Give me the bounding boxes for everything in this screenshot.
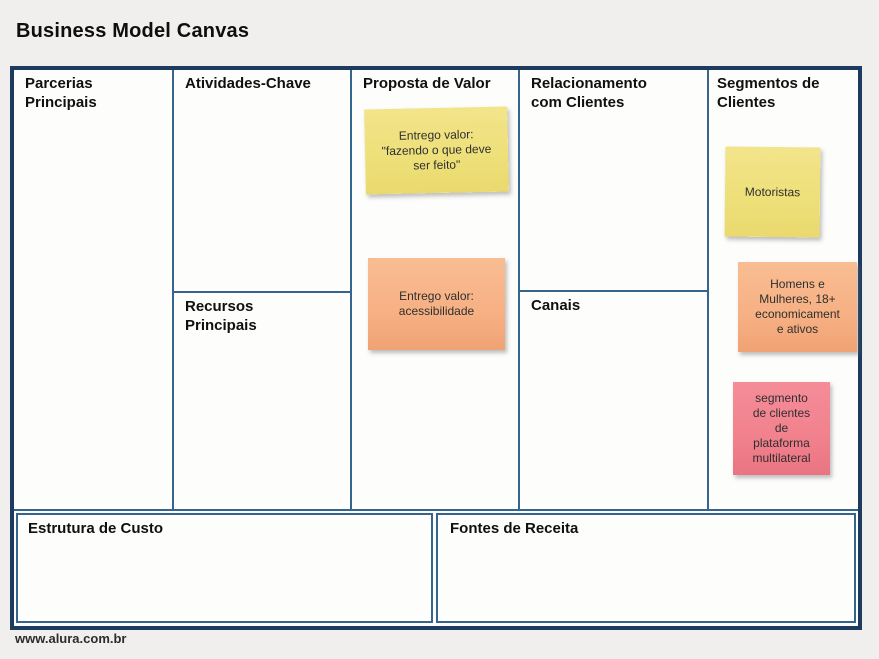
sticky-note-text: Motoristas: [744, 184, 801, 199]
cell-estrutura-de-custo: Estrutura de Custo: [16, 513, 433, 623]
grid-line-col3-col4: [518, 70, 520, 509]
grid-line-col2-col3: [350, 70, 352, 509]
sticky-note-entrego-valor-acessibilidade: Entrego valor: acessibilidade: [368, 258, 505, 350]
grid-line-relacionamento-canais: [518, 290, 709, 292]
grid-line-col1-col2: [172, 70, 174, 509]
canvas-grid: Parcerias Principais Atividades-Chave Re…: [10, 66, 862, 630]
section-title-canais: Canais: [531, 297, 581, 314]
cell-atividades-chave: Atividades-Chave: [174, 70, 350, 291]
cell-parcerias-principais: Parcerias Principais: [14, 70, 172, 509]
page-title: Business Model Canvas: [16, 20, 250, 42]
cell-recursos-principais: Recursos Principais: [174, 293, 350, 509]
section-title-estrutura: Estrutura de Custo: [28, 520, 164, 537]
grid-line-atividades-recursos: [172, 291, 352, 293]
sticky-note-text: Entrego valor: acessibilidade: [398, 289, 475, 318]
footer-url: www.alura.com.br: [15, 631, 127, 646]
section-title-segmentos: Segmentos de Clientes: [717, 75, 820, 112]
sticky-note-text: Homens e Mulheres, 18+ economicament e a…: [755, 277, 840, 336]
section-title-relacionamento: Relacionamento com Clientes: [531, 75, 647, 112]
cell-segmentos-de-clientes: Segmentos de Clientes: [709, 70, 858, 509]
sticky-note-entrego-valor-feito: Entrego valor: "fazendo o que deve ser f…: [364, 106, 509, 195]
cell-fontes-de-receita: Fontes de Receita: [436, 513, 856, 623]
section-title-atividades: Atividades-Chave: [185, 75, 311, 92]
section-title-proposta: Proposta de Valor: [363, 75, 491, 92]
section-title-recursos: Recursos Principais: [185, 298, 257, 335]
sticky-note-segmento-plataforma: segmento de clientes de plataforma multi…: [733, 382, 830, 475]
grid-line-col4-col5: [707, 70, 709, 509]
section-title-fontes: Fontes de Receita: [450, 520, 579, 537]
section-title-parcerias: Parcerias Principais: [25, 75, 97, 112]
sticky-note-homens-mulheres: Homens e Mulheres, 18+ economicament e a…: [738, 262, 857, 352]
sticky-note-text: Entrego valor: "fazendo o que deve ser f…: [381, 127, 492, 173]
cell-proposta-de-valor: Proposta de Valor: [352, 70, 518, 509]
grid-line-bottom-row: [14, 509, 858, 511]
sticky-note-motoristas: Motoristas: [724, 146, 821, 238]
cell-canais: Canais: [520, 292, 707, 509]
sticky-note-text: segmento de clientes de plataforma multi…: [752, 391, 811, 465]
cell-relacionamento-com-clientes: Relacionamento com Clientes: [520, 70, 707, 290]
